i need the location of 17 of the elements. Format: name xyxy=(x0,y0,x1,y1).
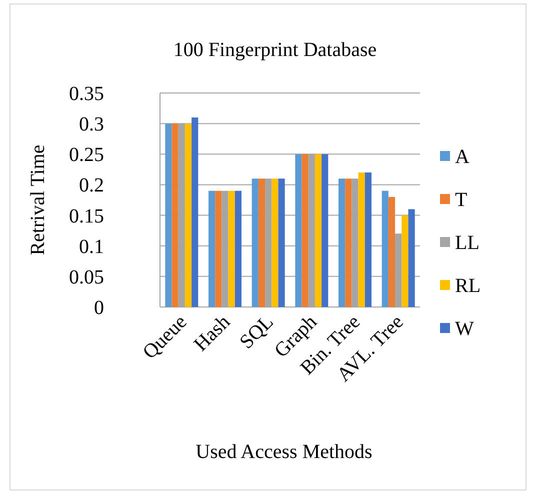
y-tick-label: 0 xyxy=(94,297,104,319)
x-axis-title: Used Access Methods xyxy=(196,441,372,463)
chart-title: 100 Fingerprint Database xyxy=(173,39,377,61)
x-tick-label: Hash xyxy=(190,310,235,356)
y-axis-title: Retrival Time xyxy=(27,144,49,256)
y-tick-label: 0.35 xyxy=(69,83,104,105)
y-tick-label: 0.15 xyxy=(69,205,104,228)
y-tick-label: 0.3 xyxy=(79,114,104,136)
legend-label: T xyxy=(455,189,468,211)
y-tick-label: 0.1 xyxy=(79,236,104,258)
legend-label: RL xyxy=(455,275,481,297)
legend-label: W xyxy=(455,318,474,340)
y-tick-label: 0.2 xyxy=(79,174,104,197)
y-tick-label: 0.05 xyxy=(69,266,104,288)
legend-label: A xyxy=(455,146,470,168)
y-tick-label: 0.25 xyxy=(69,144,104,166)
legend-label: LL xyxy=(455,232,480,254)
